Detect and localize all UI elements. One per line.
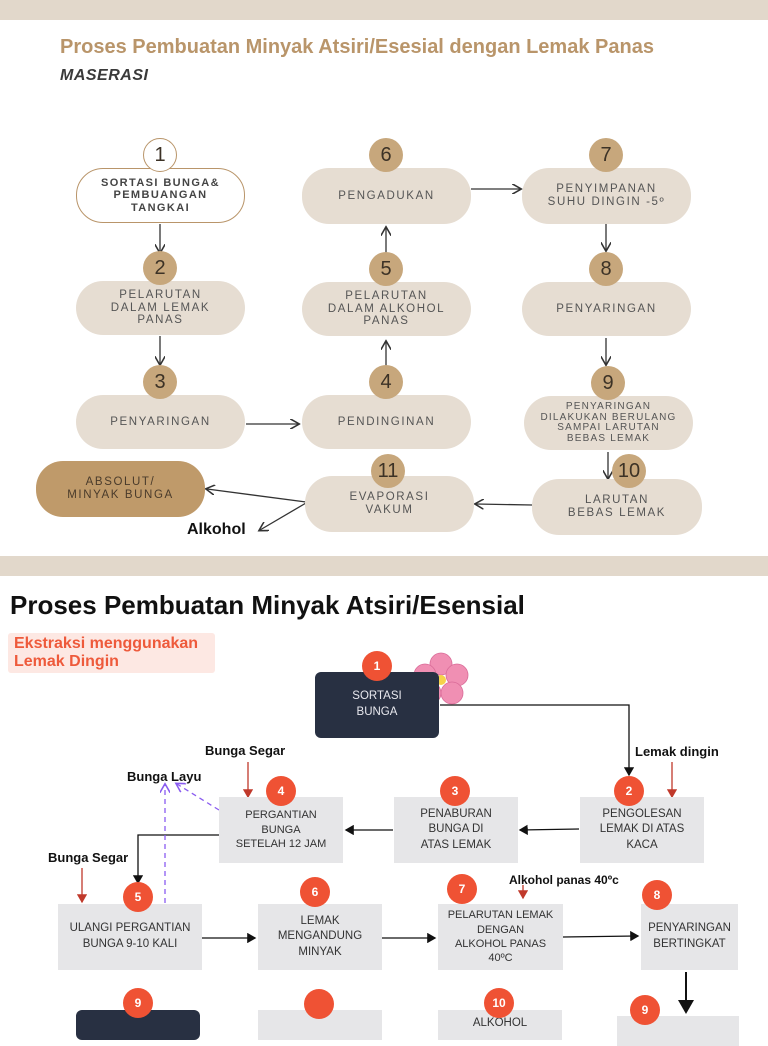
output-absolut: ABSOLUT/ MINYAK BUNGA [36,461,205,517]
step-number-11: 11 [371,454,405,488]
step-number-2: 2 [143,251,177,285]
step-penyimpanan: PENYIMPANAN SUHU DINGIN -5º [522,168,691,224]
lemak-dingin-connectors [76,704,694,1014]
step-number-10: 10 [612,454,646,488]
step-pengadukan: PENGADUKAN [302,168,471,224]
label-lemak-dingin: Lemak dingin [635,744,719,759]
step-number-1: 1 [143,138,177,172]
step-number-8: 8 [589,252,623,286]
maserasi-connectors [0,0,768,560]
cold-step-pengolesan: PENGOLESAN LEMAK DI ATAS KACA [580,797,704,863]
step-number-9: 9 [591,366,625,400]
step-number-5: 5 [369,252,403,286]
cold-step-lemak-mengandung: LEMAK MENGANDUNG MINYAK [258,904,382,970]
top-band [0,0,768,20]
label-bunga-segar-left: Bunga Segar [48,850,129,865]
maserasi-title: Proses Pembuatan Minyak Atsiri/Esesial d… [60,36,654,58]
cold-step-penyaringan: PENYARINGAN BERTINGKAT [641,904,738,970]
lemak-dingin-title: Proses Pembuatan Minyak Atsiri/Esensial [10,590,525,620]
step-pelarutan-lemak: PELARUTAN DALAM LEMAK PANAS [76,281,245,335]
cold-step-number-4: 4 [266,776,296,806]
step-penyaringan-1: PENYARINGAN [76,395,245,449]
divider-band [0,556,768,576]
cold-step-number-1: 1 [362,651,392,681]
cold-step-number-9a: 9 [123,988,153,1018]
step-penyaringan-berulang: PENYARINGAN DILAKUKAN BERULANG SAMPAI LA… [524,396,693,450]
byproduct-alkohol: Alkohol [187,521,246,538]
step-pendinginan: PENDINGINAN [302,395,471,449]
cold-step-number-8: 8 [642,880,672,910]
label-bunga-segar-top: Bunga Segar [205,743,286,758]
cold-step-number-blank [304,989,334,1019]
cold-step-number-6: 6 [300,877,330,907]
cold-step-number-9b: 9 [630,995,660,1025]
maserasi-subtitle: MASERASI [60,67,149,84]
cold-step-pergantian: PERGANTIAN BUNGA SETELAH 12 JAM [219,797,343,863]
method-badge: Ekstraksi menggunakan Lemak Dingin [8,633,215,673]
cold-step-sortasi: SORTASI BUNGA [315,672,439,738]
step-number-4: 4 [369,365,403,399]
step-number-3: 3 [143,365,177,399]
cold-step-number-5: 5 [123,882,153,912]
step-number-6: 6 [369,138,403,172]
step-pelarutan-alkohol: PELARUTAN DALAM ALKOHOL PANAS [302,282,471,336]
cold-step-number-7: 7 [447,874,477,904]
step-larutan-bebas-lemak: LARUTAN BEBAS LEMAK [532,479,702,535]
cold-step-number-10: 10 [484,988,514,1018]
cold-step-number-2: 2 [614,776,644,806]
step-penyaringan-2: PENYARINGAN [522,282,691,336]
step-number-7: 7 [589,138,623,172]
label-alkohol-panas: Alkohol panas 40ºc [509,873,619,887]
cold-step-penaburan: PENABURAN BUNGA DI ATAS LEMAK [394,797,518,863]
label-bunga-layu: Bunga Layu [127,769,202,784]
cold-step-ulangi: ULANGI PERGANTIAN BUNGA 9-10 KALI [58,904,202,970]
cold-step-pelarutan: PELARUTAN LEMAK DENGAN ALKOHOL PANAS 40º… [438,904,563,970]
cold-step-number-3: 3 [440,776,470,806]
